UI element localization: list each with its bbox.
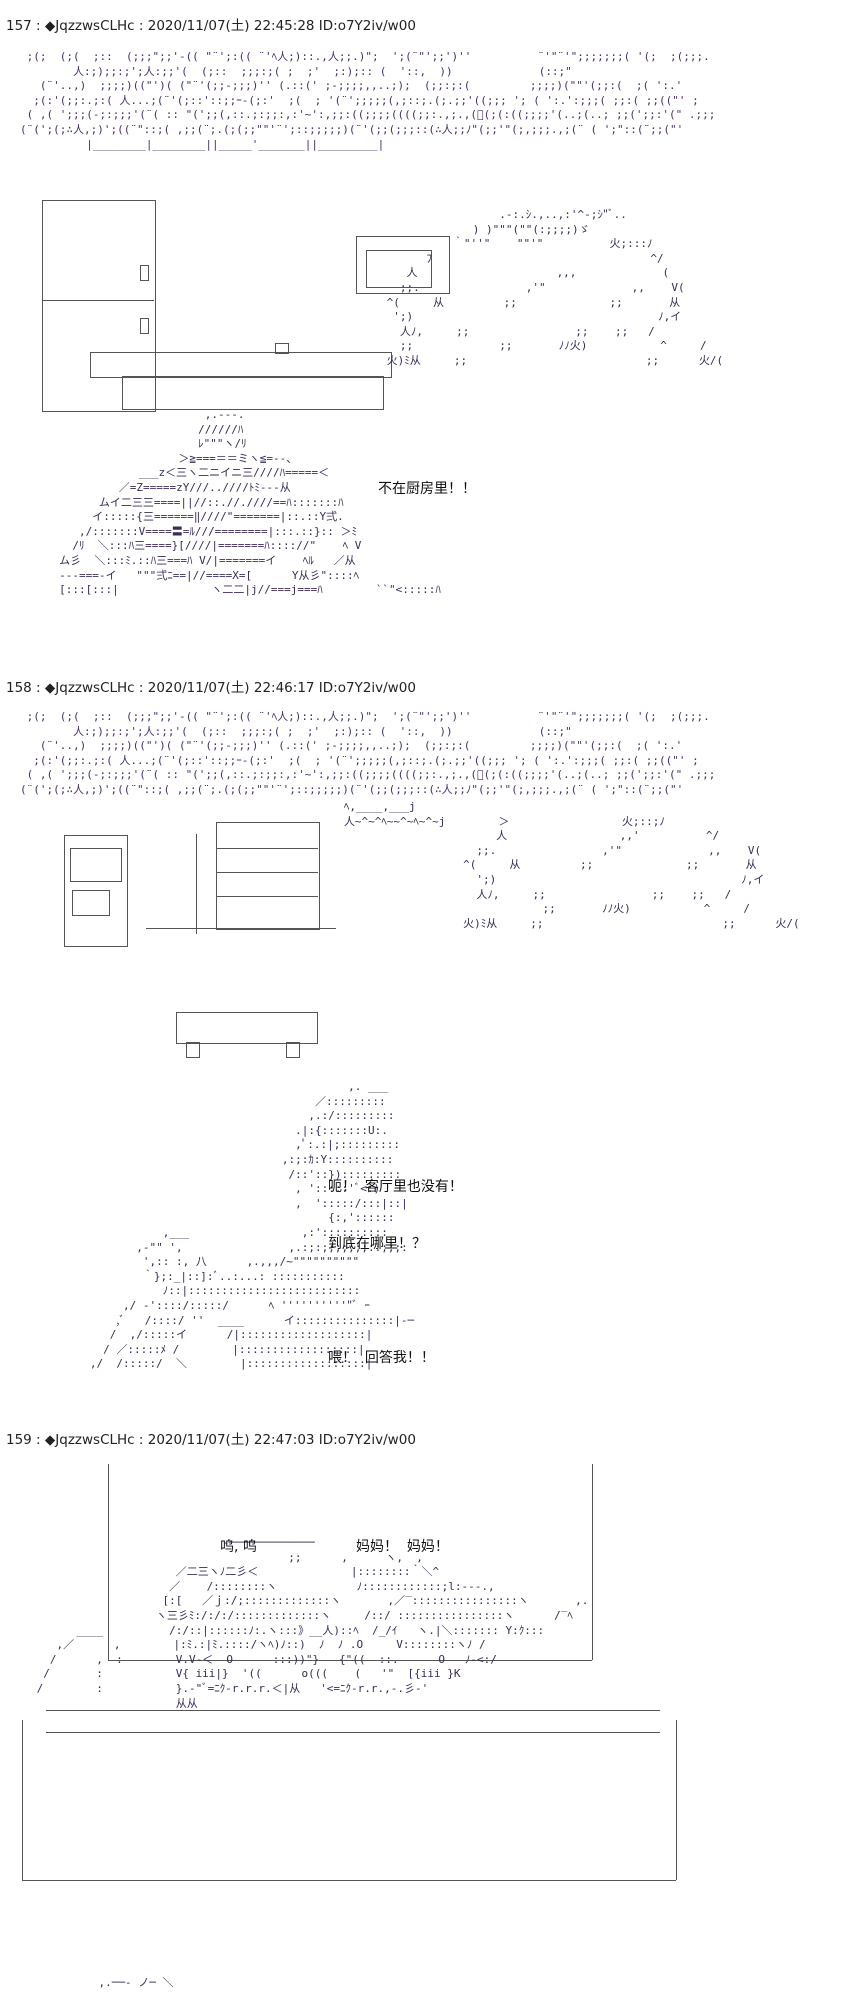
smoke-cloud-art: ;(; (;( ;:: (;;;";;'-(( "¨';:(( ¨'ﾍ人;)::…: [20, 710, 716, 796]
post-header-159: 159 : ◆JqzzwsCLHc : 2020/11/07(土) 22:47:…: [6, 1432, 416, 1448]
speaker-left: [72, 890, 110, 916]
fridge-handle-lower: [140, 318, 149, 334]
partial-next-art: ,.──‐ ノ─ ＼: [98, 1976, 174, 1989]
dialog-159-right: 妈妈！ 妈妈！: [356, 1500, 449, 1576]
post-header-158: 158 : ◆JqzzwsCLHc : 2020/11/07(土) 22:46:…: [6, 680, 416, 696]
dialog-line: 呜, 呜: [220, 1539, 257, 1555]
kitchen-counter: [90, 352, 392, 378]
dialog-line: 妈妈！ 妈妈！: [356, 1539, 449, 1555]
bathtub-inner-edge: [46, 1732, 660, 1733]
microwave-window: [366, 250, 432, 288]
dialog-157: 不在厨房里！！: [378, 442, 476, 518]
counter-cabinet: [122, 376, 384, 410]
table-leg-left: [186, 1042, 200, 1058]
post-header-157: 157 : ◆JqzzwsCLHc : 2020/11/07(土) 22:45:…: [6, 18, 416, 34]
bathtub-rim: [46, 1710, 660, 1711]
dialog-line: 到底在哪里！？: [328, 1236, 426, 1252]
character-side-view-art: ,. ___ ／::::::::: ,.:/::::::::: .|:{::::…: [89, 1080, 415, 1371]
counter-knob: [275, 343, 289, 354]
drawer-line: [216, 896, 318, 897]
fridge-handle-upper: [140, 265, 149, 281]
twins-in-bathtub-art: ‐───────────── ;; , ｀ヽ, , ／二三ヽﾉ二彡＜ |::::…: [36, 1536, 589, 1710]
table-leg-right: [286, 1042, 300, 1058]
floor-line: [146, 928, 336, 929]
smoke-pillar-art-157: .-:.ｼ.,..,:'^-;ｼ"ﾞ.. ) )"""(""(:;;;;)ゞ ｀…: [386, 208, 724, 367]
room-wall-left: [108, 1464, 109, 1660]
dialog-line: [328, 1292, 463, 1311]
chest-of-drawers: [216, 822, 320, 930]
tv-cabinet: [64, 835, 128, 947]
drawer-line: [216, 872, 318, 873]
dialog-line: 呃！ 客厅里也没有！: [328, 1179, 463, 1195]
fridge-divider: [42, 300, 154, 301]
tv-set: [70, 848, 122, 882]
bathtub-side-left: [22, 1720, 23, 1880]
character-back-view-art: ,.-‐-. //////ﾊ ﾚ"""ヽ/ﾘ ＞≧===＝＝ミヽ≦=‐-、 __…: [59, 408, 441, 597]
room-wall-right: [592, 1464, 593, 1660]
drawer-line: [216, 848, 318, 849]
floor-line: [196, 834, 197, 934]
smoke-cloud-art: ;(; (;( ;:: (;;;";;'-(( "¨';:(( ¨'ﾍ人;)::…: [20, 50, 716, 151]
dialog-159-left: 呜, 呜: [220, 1500, 257, 1576]
smoke-pillar-art-158: ﾍ,____,___j 人~^~^ﾍ~~^~ﾍ~^~j ＞ 火;::;ﾉ 人 ,…: [343, 800, 800, 930]
room-back-edge: [108, 1660, 592, 1661]
microwave: [356, 236, 450, 294]
bathtub-bottom: [22, 1880, 676, 1881]
fridge: [42, 200, 156, 412]
dialog-line: 喂！ 回答我！！: [328, 1350, 435, 1366]
dialog-158: 呃！ 客厅里也没有！ 到底在哪里！？ 喂！ 回答我！！: [328, 1140, 463, 1387]
low-table: [176, 1012, 318, 1044]
bathtub-side-right: [676, 1720, 677, 1880]
dialog-line: 不在厨房里！！: [378, 481, 476, 497]
